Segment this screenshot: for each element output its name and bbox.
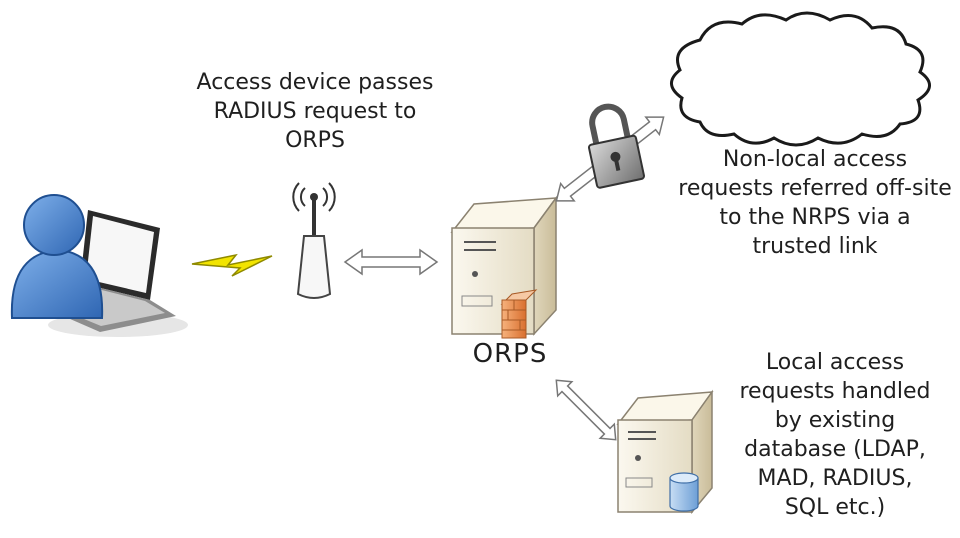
orps-label: ORPS — [472, 339, 548, 369]
non-local-line-4: trusted link — [752, 234, 878, 259]
server-icon — [450, 195, 558, 336]
local-line-4: database (LDAP, — [744, 437, 926, 462]
non-local-label: Non-local access requests referred off-s… — [665, 145, 960, 261]
firewall-icon — [500, 289, 538, 339]
non-local-line-1: Non-local access — [722, 147, 908, 172]
local-line-6: SQL etc.) — [784, 495, 886, 520]
access-device-line-1: Access device passes — [196, 70, 434, 95]
cloud-icon — [670, 11, 931, 147]
non-local-line-2: requests referred off-site — [678, 176, 952, 201]
lightning-icon — [191, 253, 273, 277]
database-icon — [669, 472, 699, 512]
double-arrow-ap-orps — [343, 248, 439, 276]
double-arrow-orps-db — [555, 379, 617, 441]
local-line-5: MAD, RADIUS, — [757, 466, 913, 491]
local-line-2: requests handled — [739, 379, 931, 404]
local-label: Local access requests handled by existin… — [720, 348, 950, 522]
padlock-icon — [588, 103, 645, 189]
non-local-line-3: to the NRPS via a — [719, 205, 911, 230]
access-device-label: Access device passes RADIUS request to O… — [165, 68, 465, 155]
local-line-1: Local access — [765, 350, 905, 375]
access-device-line-3: ORPS — [285, 128, 345, 153]
access-device-line-2: RADIUS request to — [213, 99, 417, 124]
wireless-access-point-icon — [292, 182, 336, 299]
user-icon — [10, 194, 104, 319]
local-line-3: by existing — [774, 408, 896, 433]
